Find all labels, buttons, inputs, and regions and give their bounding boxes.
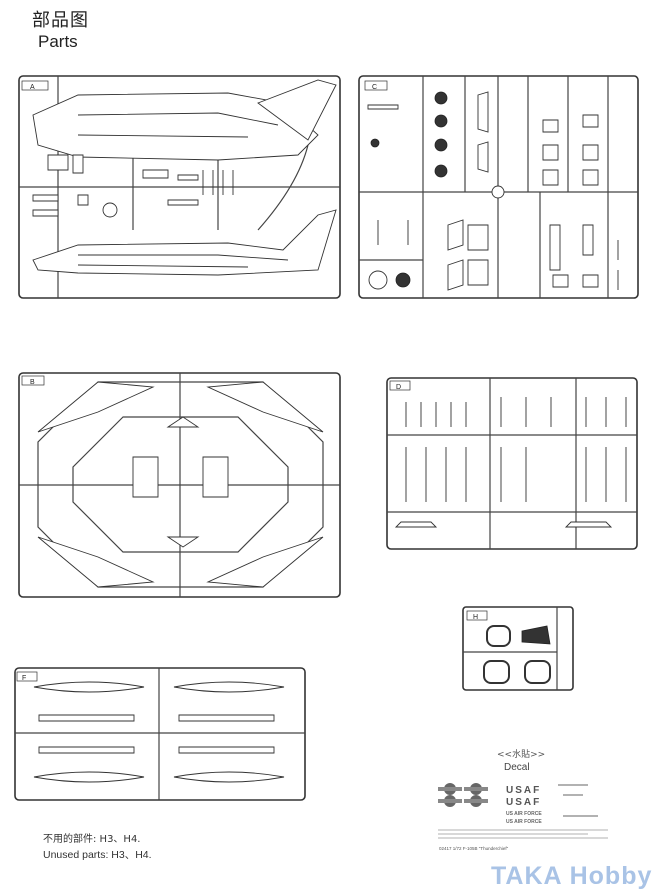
unused-parts-note-en: Unused parts: H3、H4. [43, 849, 152, 861]
star-insignia-icon [438, 783, 488, 807]
sprue-a: A [18, 75, 341, 299]
decal-usaf-2: USAF [506, 797, 541, 808]
sprue-f: F [14, 667, 306, 801]
sprue-label-h: H [473, 614, 478, 621]
sprue-b: B [18, 372, 341, 598]
sprue-label-c: C [372, 84, 377, 91]
page-title-cn: 部品图 [32, 10, 89, 31]
sprue-d: D [386, 377, 638, 550]
decal-usaf-1: USAF [506, 785, 541, 796]
sprue-h: H [462, 606, 574, 691]
decal-usaf-text-2: US AIR FORCE [506, 819, 542, 825]
sprue-label-d: D [396, 384, 401, 391]
sprue-label-f: F [22, 675, 26, 682]
page-title-en: Parts [38, 32, 78, 51]
decal-usaf-text-1: US AIR FORCE [506, 811, 542, 817]
unused-parts-note-cn: 不用的部件: H3、H4. [43, 834, 141, 845]
sprue-label-b: B [30, 379, 35, 386]
decal-title: Decal [504, 762, 530, 773]
sprue-label-a: A [30, 84, 35, 91]
decal-sheet: USAF USAF US AIR FORCE US AIR FORCE [438, 783, 608, 839]
decal-caption: 02417 1/72 F-105B "Thunderchief" [439, 846, 509, 851]
sprue-c: C [358, 75, 639, 299]
decal-header-cn: <<水貼>> [497, 750, 546, 760]
watermark: TAKA Hobby [491, 862, 653, 890]
